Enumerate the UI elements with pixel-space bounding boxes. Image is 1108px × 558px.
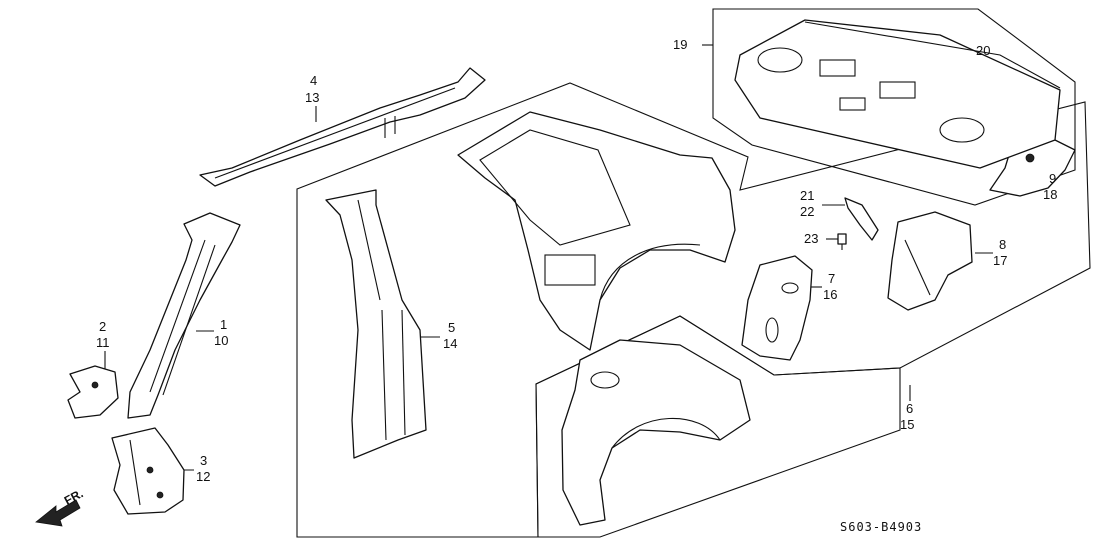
callout-9: 9 — [1049, 171, 1057, 186]
callout-8: 8 — [999, 237, 1007, 252]
callout-18: 18 — [1043, 187, 1058, 202]
callout-4: 4 — [310, 73, 318, 88]
callout-5: 5 — [448, 320, 456, 335]
callout-6: 6 — [906, 401, 914, 416]
callout-3: 3 — [200, 453, 208, 468]
front-arrow-icon — [35, 499, 81, 527]
pillar-inner-part — [325, 189, 427, 459]
lower-reinforcement-part — [111, 427, 185, 515]
callout-1: 1 — [220, 317, 228, 332]
diagram-code: S603-B4903 — [840, 520, 923, 534]
callout-12: 12 — [196, 469, 211, 484]
callout-20: 20 — [976, 43, 991, 58]
callout-14: 14 — [443, 336, 458, 351]
callout-10: 10 — [214, 333, 229, 348]
small-bracket-part — [844, 197, 879, 241]
callout-17: 17 — [993, 253, 1008, 268]
callout-21: 21 — [800, 188, 815, 203]
wheelhouse-part — [561, 339, 751, 526]
rear-pillar-part — [127, 212, 241, 419]
callout-22: 22 — [800, 204, 815, 219]
callout-11: 11 — [96, 335, 110, 350]
wheelhouse-bracket-part — [741, 255, 813, 361]
callout-23: 23 — [804, 231, 819, 246]
rear-shelf-part — [734, 19, 1061, 169]
quarter-inner-panel-part — [457, 111, 736, 351]
callout-2: 2 — [99, 319, 107, 334]
callout-16: 16 — [823, 287, 838, 302]
bolt-part — [837, 233, 847, 250]
callout-13: 13 — [305, 90, 320, 105]
rear-panel-reinforcement-part — [887, 211, 973, 311]
group-frame-wheelhouse — [535, 315, 901, 538]
callout-7: 7 — [828, 271, 836, 286]
callout-19: 19 — [673, 37, 688, 52]
roof-rail-part — [199, 67, 486, 187]
callout-15: 15 — [900, 417, 915, 432]
pillar-bracket-part — [67, 365, 119, 419]
